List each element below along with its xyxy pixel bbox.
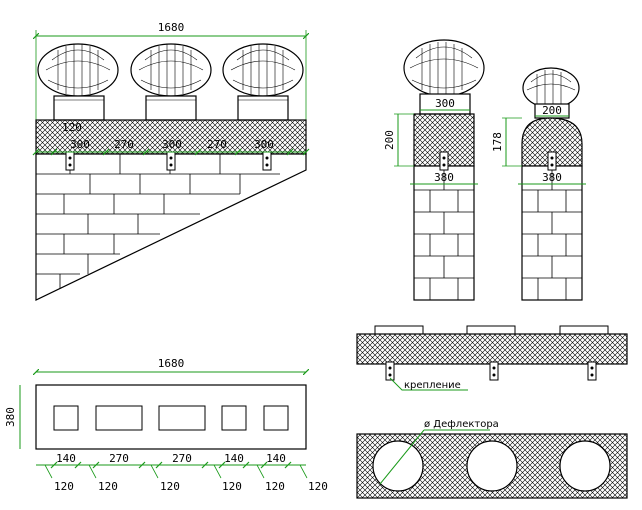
- front-overall-width: 1680: [158, 21, 185, 34]
- deflector-diameter-label: ø Дефлектора: [424, 419, 499, 430]
- plan-opening-2-width: 270: [109, 452, 129, 465]
- turbine-ventilator-side-short: [522, 67, 580, 119]
- tall-width: 380: [434, 171, 454, 184]
- plan-opening-5: [263, 405, 289, 431]
- mounting-section: крепление: [356, 325, 628, 391]
- plan-view: 1680 380 140 270 270 140 140 120 120 120…: [4, 357, 328, 493]
- plan-edge-1: 120: [54, 480, 74, 493]
- plan-opening-3-width: 270: [172, 452, 192, 465]
- front-base-3: 300: [254, 138, 274, 151]
- section-slab: [356, 333, 628, 365]
- plan-opening-2: [95, 405, 143, 431]
- plan-overall-width: 1680: [158, 357, 185, 370]
- short-height: 178: [491, 132, 504, 152]
- brick-body: [35, 153, 307, 301]
- front-view: 1680: [32, 21, 310, 301]
- front-gap-2: 270: [207, 138, 227, 151]
- plan-edge-6: 120: [308, 480, 328, 493]
- cap-slab: [35, 119, 307, 155]
- plan-edge-4: 120: [222, 480, 242, 493]
- mount-label: крепление: [404, 380, 461, 391]
- turbine-ventilator-side-tall: [403, 39, 485, 115]
- tall-top-width: 300: [435, 97, 455, 110]
- deflector-hole-2: [466, 440, 518, 492]
- front-base-2: 300: [162, 138, 182, 151]
- short-top-width: 200: [542, 104, 562, 117]
- plan-opening-1-width: 140: [56, 452, 76, 465]
- plan-opening-1: [53, 405, 79, 431]
- short-width: 380: [542, 171, 562, 184]
- deflector-hole-1: [372, 440, 424, 492]
- side-view-tall: 300 200 380: [383, 39, 485, 301]
- turbine-ventilator-2: [130, 43, 212, 121]
- plan-opening-3: [158, 405, 206, 431]
- side-view-short: 200 178 380: [491, 67, 586, 301]
- front-gap-1: 270: [114, 138, 134, 151]
- plan-opening-4: [221, 405, 247, 431]
- plan-opening-5-width: 140: [266, 452, 286, 465]
- deflector-hole-3: [559, 440, 611, 492]
- tall-height: 200: [383, 130, 396, 150]
- plan-opening-4-width: 140: [224, 452, 244, 465]
- front-cap-edge: 120: [62, 121, 82, 134]
- turbine-ventilator-3: [222, 43, 304, 121]
- top-plate: ø Дефлектора: [356, 419, 628, 499]
- plan-height: 380: [4, 407, 17, 427]
- plan-edge-2: 120: [98, 480, 118, 493]
- plan-edge-3: 120: [160, 480, 180, 493]
- turbine-ventilator-1: [37, 43, 119, 121]
- front-base-1: 300: [70, 138, 90, 151]
- plan-edge-5: 120: [265, 480, 285, 493]
